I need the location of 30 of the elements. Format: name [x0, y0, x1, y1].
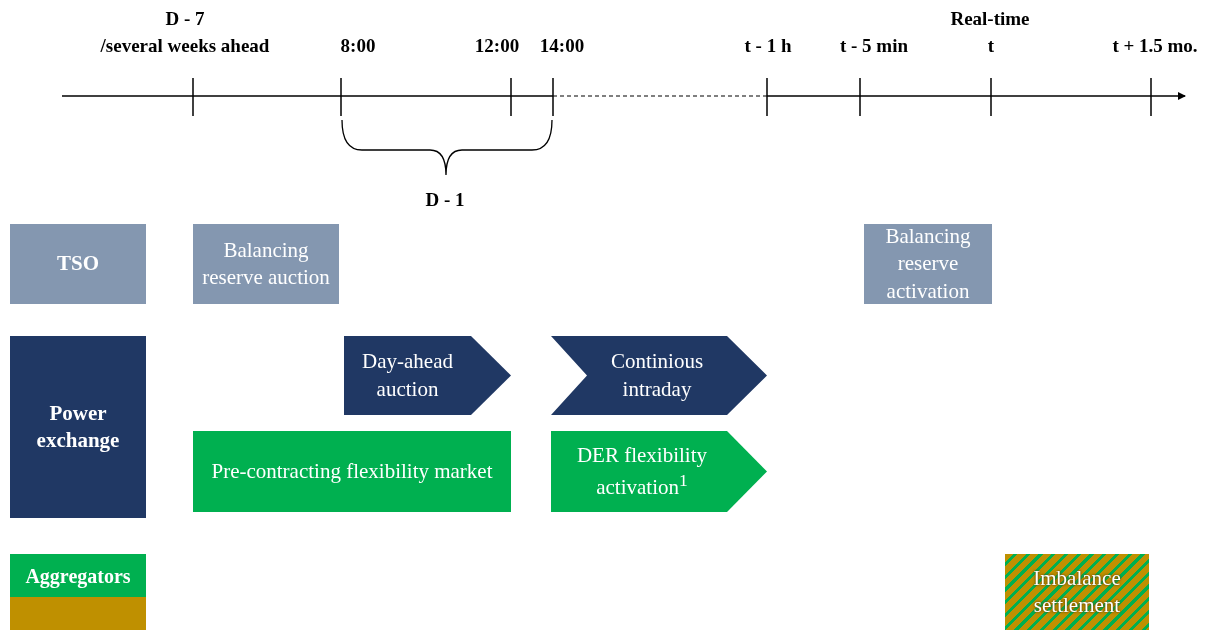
process-box	[193, 431, 511, 512]
time-label: /several weeks ahead	[100, 35, 270, 57]
node-label: Day-ahead auction	[361, 348, 454, 403]
process-step-banner	[344, 336, 511, 415]
period-label: D - 1	[425, 189, 465, 211]
time-label: t - 5 min	[839, 35, 909, 57]
time-label: t + 1.5 mo.	[1112, 35, 1198, 57]
process-box	[193, 224, 339, 304]
time-label: D - 7	[165, 8, 205, 30]
node-label: TSO	[57, 250, 99, 278]
time-label: t	[987, 35, 995, 57]
time-label: Real-time	[950, 8, 1030, 30]
node-label: Balancing reserve activation	[884, 223, 972, 305]
process-box	[864, 224, 992, 304]
time-label: 8:00	[340, 35, 376, 57]
role-bar	[10, 597, 146, 630]
node-label: Power exchange	[35, 399, 121, 454]
time-label: 12:00	[474, 35, 520, 57]
role-box	[10, 224, 146, 304]
process-step-banner	[551, 431, 767, 512]
node-label: Balancing reserve auction	[201, 236, 331, 291]
time-label: t - 1 h	[744, 35, 792, 57]
role-box	[10, 554, 146, 597]
process-step-banner	[551, 336, 767, 415]
node-label: DER flexibility activation$^{1}$	[575, 441, 709, 501]
role-box	[10, 336, 146, 518]
time-label: 14:00	[539, 35, 585, 57]
node-label: Continious intraday	[609, 348, 705, 403]
node-label: Pre-contracting flexibility market	[211, 457, 493, 485]
node-label: Aggregators	[25, 563, 131, 589]
